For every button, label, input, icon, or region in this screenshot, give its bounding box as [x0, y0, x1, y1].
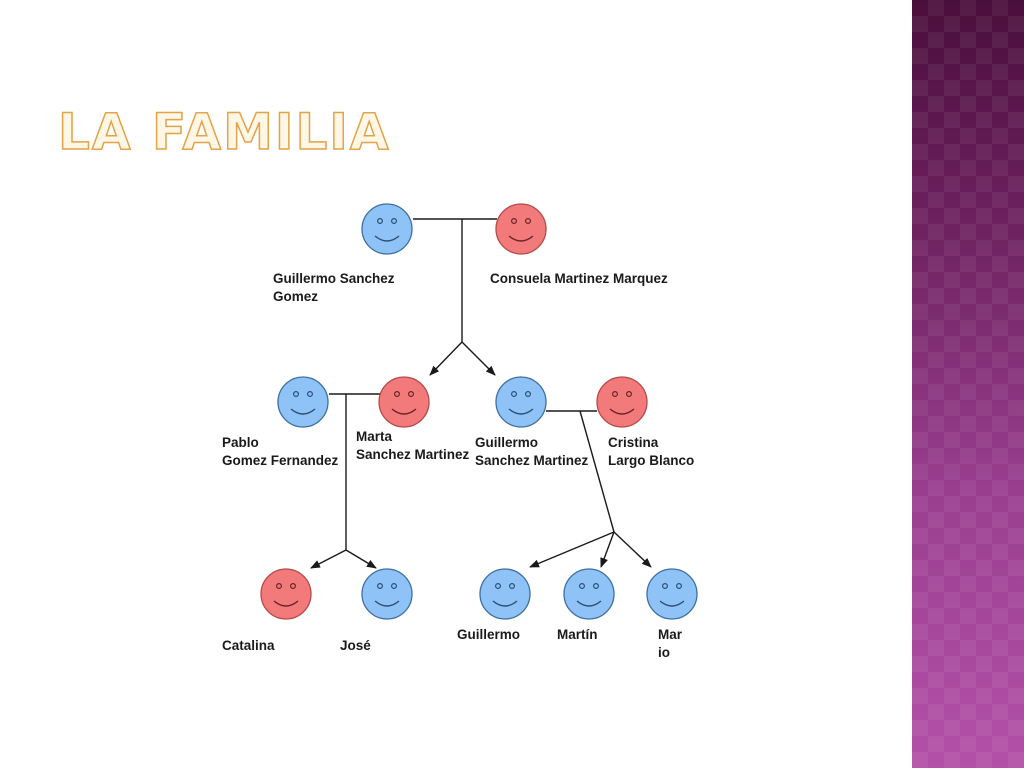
label-line: Sanchez Martinez	[475, 453, 589, 468]
arrow-to-jose	[345, 549, 377, 569]
male-smiley-icon[interactable]	[563, 568, 615, 620]
arrow-to-marta	[429, 341, 463, 376]
decorative-side-band	[912, 0, 1024, 768]
male-smiley-icon[interactable]	[495, 376, 547, 428]
family-tree-diagram	[260, 203, 698, 620]
guillermo-cristina-descent-line	[579, 410, 615, 533]
male-smiley-icon[interactable]	[277, 376, 329, 428]
label-line: Gomez	[273, 289, 319, 304]
label-line: Pablo	[222, 435, 259, 450]
person-label-cristina[interactable]: Cristina Largo Blanco	[608, 434, 694, 470]
person-label-martin[interactable]: Martín	[557, 626, 598, 644]
male-smiley-icon[interactable]	[361, 203, 413, 255]
tree-connectors	[310, 218, 652, 569]
arrow-to-guillermo-father	[461, 341, 496, 376]
male-smiley-icon[interactable]	[361, 568, 413, 620]
label-line: Guillermo	[457, 627, 521, 642]
label-line: Sanchez Martinez	[356, 447, 470, 462]
label-line: Consuela Martinez Marquez	[490, 271, 668, 286]
arrow-to-guillermo-child	[529, 531, 615, 568]
female-smiley-icon[interactable]	[596, 376, 648, 428]
label-line: Catalina	[222, 638, 275, 653]
arrow-to-mario	[613, 531, 652, 568]
label-line: Largo Blanco	[608, 453, 695, 468]
label-line: Guillermo	[475, 435, 539, 450]
male-smiley-icon[interactable]	[479, 568, 531, 620]
female-smiley-icon[interactable]	[260, 568, 312, 620]
male-smiley-icon[interactable]	[646, 568, 698, 620]
person-label-grandfather[interactable]: Guillermo Sanchez Gomez	[273, 270, 395, 306]
arrow-to-martin	[600, 531, 615, 568]
person-label-catalina[interactable]: Catalina	[222, 637, 275, 655]
person-label-jose[interactable]: José	[340, 637, 371, 655]
label-line: Cristina	[608, 435, 659, 450]
female-smiley-icon[interactable]	[495, 203, 547, 255]
label-line: io	[658, 645, 670, 660]
label-line: Marta	[356, 429, 393, 444]
person-label-pablo[interactable]: Pablo Gomez Fernandez	[222, 434, 338, 470]
person-label-mario[interactable]: Mar io	[658, 626, 682, 662]
label-line: José	[340, 638, 371, 653]
label-line: Martín	[557, 627, 598, 642]
person-label-grandmother[interactable]: Consuela Martinez Marquez	[490, 270, 668, 288]
female-smiley-icon[interactable]	[378, 376, 430, 428]
label-line: Gomez Fernandez	[222, 453, 339, 468]
person-label-marta[interactable]: Marta Sanchez Martinez	[356, 428, 469, 464]
label-line: Guillermo Sanchez	[273, 271, 395, 286]
arrow-to-catalina	[310, 549, 347, 569]
slide-title[interactable]: La familia	[57, 102, 391, 162]
person-label-guillermo-father[interactable]: Guillermo Sanchez Martinez	[475, 434, 588, 470]
label-line: Mar	[658, 627, 683, 642]
person-label-guillermo-child[interactable]: Guillermo	[457, 626, 520, 644]
